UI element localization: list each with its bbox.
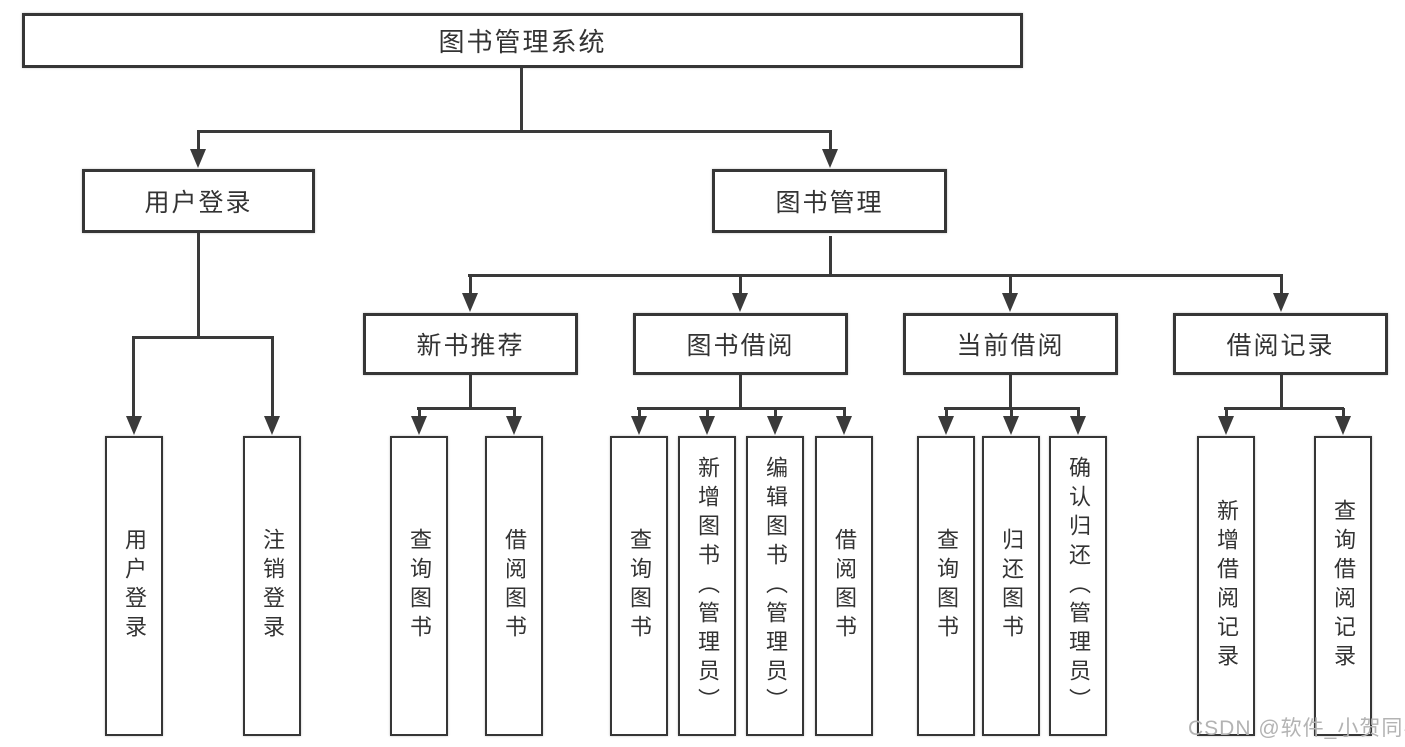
connector-line	[132, 336, 274, 339]
connector-line	[829, 131, 832, 155]
arrow-down-icon	[732, 293, 748, 312]
arrow-down-icon	[126, 416, 142, 435]
arrow-down-icon	[1003, 416, 1019, 435]
node-logout: 注销登录	[243, 436, 301, 736]
node-label: 编辑图书（管理员）	[763, 455, 788, 717]
connector-line	[1009, 375, 1012, 409]
node-label: 借阅记录	[1226, 332, 1335, 360]
node-label: 图书管理	[775, 189, 884, 217]
node-label: 查询图书	[934, 528, 959, 644]
connector-line	[197, 130, 832, 133]
connector-line	[1224, 407, 1344, 410]
connector-line	[197, 131, 200, 155]
connector-line	[197, 233, 200, 337]
arrow-down-icon	[411, 416, 427, 435]
connector-line	[945, 408, 948, 420]
node-borrow-books-recommend: 借阅图书	[485, 436, 543, 736]
node-query-books-recommend: 查询图书	[390, 436, 448, 736]
node-library-management-system: 图书管理系统	[22, 13, 1023, 68]
connector-line	[418, 408, 421, 420]
connector-line	[1280, 276, 1283, 298]
node-label: 新增图书（管理员）	[695, 455, 720, 717]
node-borrowing-records: 借阅记录	[1173, 313, 1388, 375]
connector-line	[468, 274, 1283, 277]
arrow-down-icon	[938, 416, 954, 435]
connector-line	[829, 236, 832, 276]
connector-line	[132, 337, 135, 418]
connector-line	[520, 68, 523, 131]
node-label: 用户登录	[144, 189, 253, 217]
connector-line	[774, 408, 777, 420]
connector-line	[1225, 408, 1228, 420]
node-new-book-recommendation: 新书推荐	[363, 313, 578, 375]
node-book-management: 图书管理	[712, 169, 947, 233]
connector-line	[739, 375, 742, 409]
node-label: 注销登录	[260, 528, 285, 644]
connector-line	[469, 375, 472, 409]
connector-line	[637, 407, 846, 410]
node-label: 借阅图书	[832, 528, 857, 644]
node-add-books-admin: 新增图书（管理员）	[678, 436, 736, 736]
node-label: 查询图书	[627, 528, 652, 644]
node-query-books-current: 查询图书	[917, 436, 975, 736]
connector-line	[1342, 408, 1345, 420]
arrow-down-icon	[506, 416, 522, 435]
node-label: 查询借阅记录	[1331, 499, 1356, 673]
node-label: 图书管理系统	[438, 27, 607, 57]
connector-line	[706, 408, 709, 420]
node-label: 确认归还（管理员）	[1066, 455, 1091, 717]
connector-line	[1009, 276, 1012, 298]
node-label: 新书推荐	[416, 332, 525, 360]
arrow-down-icon	[264, 416, 280, 435]
connector-line	[739, 276, 742, 298]
node-add-borrow-record: 新增借阅记录	[1197, 436, 1255, 736]
node-label: 图书借阅	[686, 332, 795, 360]
arrow-down-icon	[699, 416, 715, 435]
connector-line	[469, 276, 472, 298]
arrow-down-icon	[1070, 416, 1086, 435]
node-label: 归还图书	[999, 528, 1024, 644]
arrow-down-icon	[1273, 293, 1289, 312]
connector-line	[638, 408, 641, 420]
arrow-down-icon	[1002, 293, 1018, 312]
arrow-down-icon	[836, 416, 852, 435]
arrow-down-icon	[1335, 416, 1351, 435]
connector-line	[1077, 408, 1080, 420]
node-return-books: 归还图书	[982, 436, 1040, 736]
node-label: 新增借阅记录	[1214, 499, 1239, 673]
arrow-down-icon	[1218, 416, 1234, 435]
connector-line	[843, 408, 846, 420]
arrow-down-icon	[631, 416, 647, 435]
node-user-login: 用户登录	[82, 169, 315, 233]
arrow-down-icon	[462, 293, 478, 312]
arrow-down-icon	[190, 149, 206, 168]
arrow-down-icon	[822, 149, 838, 168]
arrow-down-icon	[767, 416, 783, 435]
node-query-books-borrowing: 查询图书	[610, 436, 668, 736]
node-query-borrow-record: 查询借阅记录	[1314, 436, 1372, 736]
node-edit-books-admin: 编辑图书（管理员）	[746, 436, 804, 736]
node-label: 用户登录	[122, 528, 147, 644]
node-book-borrowing: 图书借阅	[633, 313, 848, 375]
connector-line	[271, 337, 274, 418]
connector-line	[417, 407, 516, 410]
watermark: CSDN @软件_小贺同学	[1188, 717, 1405, 740]
node-confirm-return-admin: 确认归还（管理员）	[1049, 436, 1107, 736]
node-label: 当前借阅	[956, 332, 1065, 360]
node-borrow-books: 借阅图书	[815, 436, 873, 736]
connector-line	[1010, 408, 1013, 420]
node-current-borrowing: 当前借阅	[903, 313, 1118, 375]
connector-line	[513, 408, 516, 420]
node-user-login-leaf: 用户登录	[105, 436, 163, 736]
node-label: 查询图书	[407, 528, 432, 644]
connector-line	[1280, 375, 1283, 409]
node-label: 借阅图书	[502, 528, 527, 644]
